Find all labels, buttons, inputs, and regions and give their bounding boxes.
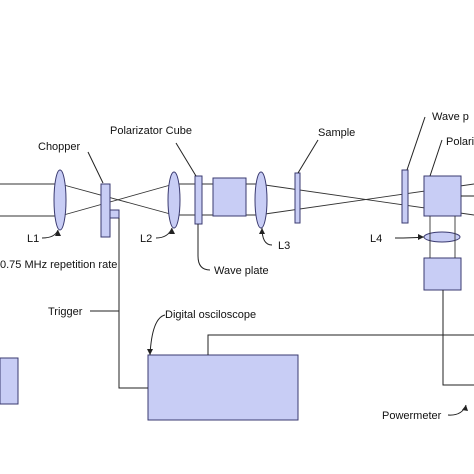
wave-plate: [194, 175, 203, 225]
sample: [294, 172, 301, 224]
detector: [423, 257, 462, 291]
chopper-base: [109, 209, 120, 219]
arrowheads: [55, 228, 468, 411]
wave-plate-top-label: Wave p: [432, 111, 469, 123]
sample-label: Sample: [318, 127, 355, 139]
lens-l1: [53, 169, 67, 231]
l4-label: L4: [370, 233, 382, 245]
polarizer-cube-2: [423, 175, 462, 217]
l3-label: L3: [278, 240, 290, 252]
left-device: [0, 357, 19, 405]
lens-l2: [167, 171, 181, 229]
polarizer-top-label: Polariz: [446, 136, 474, 148]
polarizator-cube: [212, 177, 247, 217]
wave-plate-2: [401, 169, 409, 224]
digital-oscilloscope: [147, 354, 299, 421]
chopper-label: Chopper: [38, 141, 81, 153]
l1-label: L1: [27, 233, 39, 245]
polarizator-cube-label: Polarizator Cube: [110, 125, 192, 137]
chopper: [100, 183, 111, 238]
input-beam: [0, 183, 60, 217]
digital-oscilloscope-label: Digital osciloscope: [165, 309, 256, 321]
vertical-beam: [429, 216, 456, 258]
powermeter-label: Powermeter: [382, 410, 442, 422]
wiring: [118, 218, 474, 389]
lens-l3: [254, 171, 268, 229]
l2-label: L2: [140, 233, 152, 245]
trigger-label: Trigger: [48, 306, 83, 318]
repetition-rate-label: 0.75 MHz repetition rate: [0, 259, 117, 271]
wave-plate-label: Wave plate: [214, 265, 269, 277]
